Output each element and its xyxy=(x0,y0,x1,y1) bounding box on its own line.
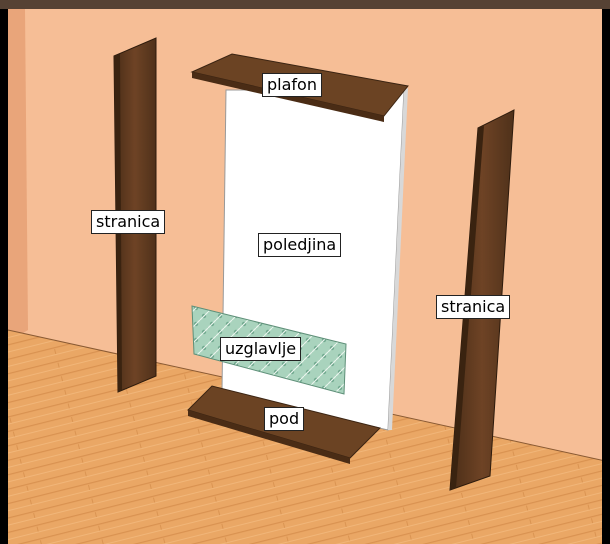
label-right-side: stranica xyxy=(436,295,510,319)
left-frame-edge xyxy=(0,9,8,544)
right-frame-edge xyxy=(602,9,610,544)
label-floor: pod xyxy=(264,407,304,431)
label-ceiling: plafon xyxy=(262,73,322,97)
top-strip xyxy=(0,0,610,9)
label-back: poledjina xyxy=(258,233,341,257)
label-left-side: stranica xyxy=(91,210,165,234)
side-wall xyxy=(8,9,28,342)
label-headboard: uzglavlje xyxy=(220,337,301,361)
